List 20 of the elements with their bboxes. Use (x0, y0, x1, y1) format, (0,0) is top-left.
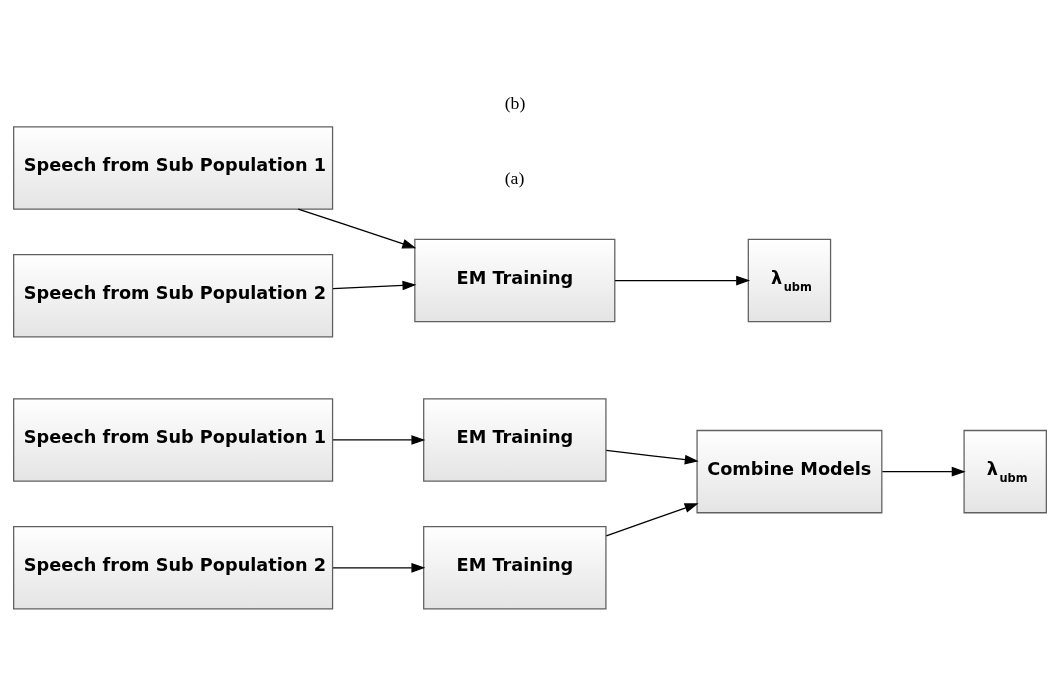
node-box: Combine Models (696, 429, 883, 514)
arrow (605, 503, 699, 537)
arrow (297, 208, 417, 249)
node-box: λ$_{ubm}$ (963, 429, 1047, 514)
node-box: Speech from Sub Population 2 (13, 526, 334, 610)
node-box: EM Training (423, 398, 607, 482)
node-box: Speech from Sub Population 1 (13, 126, 334, 210)
arrow (332, 435, 426, 445)
arrow (332, 280, 417, 291)
label: (a) (504, 167, 525, 188)
arrow (605, 449, 699, 465)
node-box: λ$_{ubm}$ (747, 238, 832, 323)
arrow (614, 275, 751, 286)
label: (b) (504, 93, 526, 114)
arrow (881, 466, 966, 477)
node-box: Speech from Sub Population 1 (13, 398, 334, 482)
node-box: EM Training (414, 238, 616, 323)
node-box: Speech from Sub Population 2 (13, 253, 334, 338)
node-box: EM Training (423, 526, 607, 610)
arrow (332, 562, 426, 573)
